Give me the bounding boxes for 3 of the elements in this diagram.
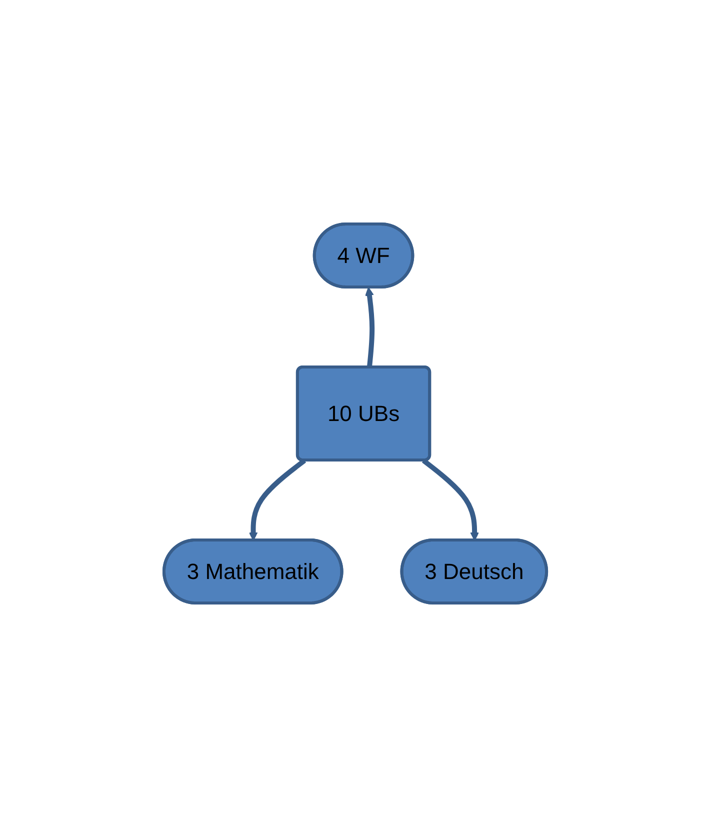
arrow: [422, 458, 480, 540]
arrow: [365, 286, 375, 368]
arrow: [249, 458, 306, 540]
